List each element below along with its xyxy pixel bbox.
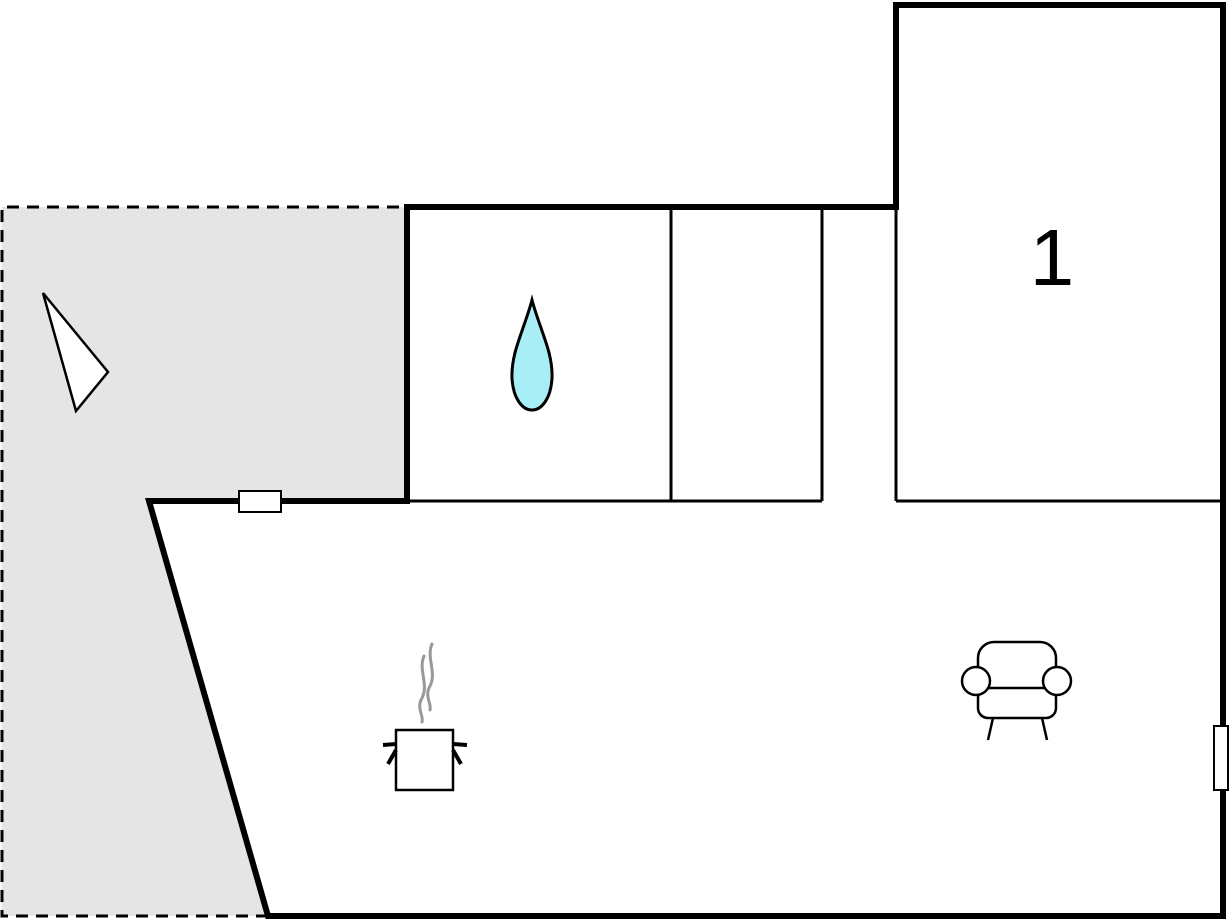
steam-line (426, 642, 434, 712)
pot-handle-right (451, 742, 468, 765)
terrace (0, 205, 407, 918)
north-arrow-icon (41, 292, 110, 414)
interior-walls (407, 207, 1223, 503)
water-drop-icon (510, 294, 554, 412)
terrace-fill (2, 207, 407, 916)
armchair-arm-left (960, 665, 992, 697)
exterior-wall (145, 2, 1226, 919)
armchair-leg (986, 717, 995, 741)
cooking-pot-icon (382, 642, 468, 792)
exterior-walls (145, 2, 1226, 919)
window-right (1213, 725, 1229, 791)
room-number-label: 1 (1030, 213, 1075, 302)
window-left (238, 490, 282, 513)
pot-handle-left (382, 742, 398, 765)
armchair-arm-right (1041, 665, 1073, 697)
pot-body (394, 728, 455, 792)
armchair-icon (960, 640, 1073, 741)
terrace-dashed-border (0, 205, 407, 918)
armchair-leg (1040, 717, 1049, 741)
steam-line (418, 654, 426, 724)
armchair-seat (976, 686, 1058, 720)
